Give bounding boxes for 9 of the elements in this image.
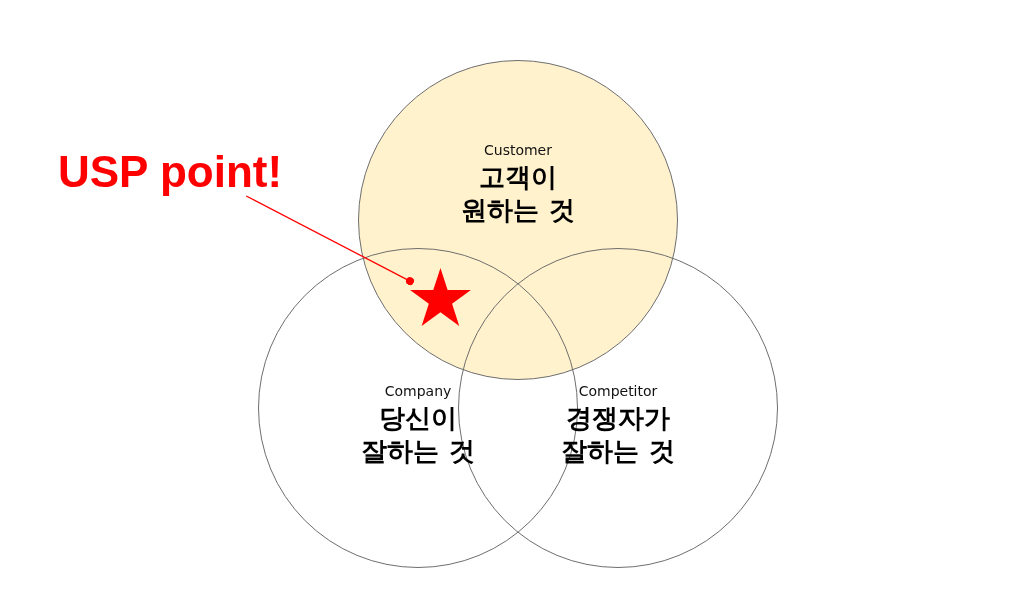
circle-title: 당신이 잘하는 것 [360,402,476,468]
circle-label: Company [384,382,452,400]
circle-label: Customer [484,141,552,159]
circle-title: 고객이 원하는 것 [460,161,576,227]
circle-label: Competitor [578,382,658,400]
callout-text: USP point! [58,148,283,196]
leader-line [245,195,414,286]
circle-title: 경쟁자가 잘하는 것 [560,402,676,468]
star-icon [410,268,471,326]
